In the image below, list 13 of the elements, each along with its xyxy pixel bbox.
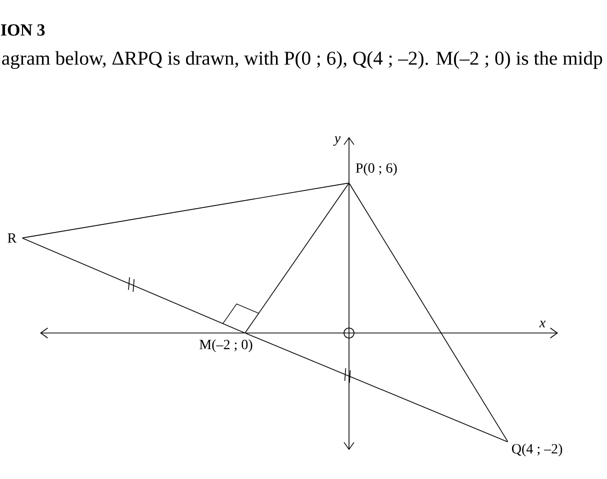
point-label: Q(4 ; –2) (512, 444, 562, 456)
line-segment (245, 332, 508, 442)
line-segment (22, 238, 245, 334)
heading: ION 3 (0, 24, 45, 36)
point-label: P(0 ; 6) (356, 162, 397, 176)
sentence: agram below, ΔRPQ is drawn, with P(0 ; 6), Q(4 ; –2). M(–2 ; 0) is the midp (2, 51, 602, 69)
line-segment (22, 182, 349, 238)
axis-label: y (333, 136, 341, 146)
point-label: R (8, 233, 17, 243)
line-segment (348, 183, 508, 442)
axis-label: x (539, 320, 546, 328)
line-segment (244, 183, 350, 333)
point-label: M(–2 ; 0) (200, 339, 252, 352)
